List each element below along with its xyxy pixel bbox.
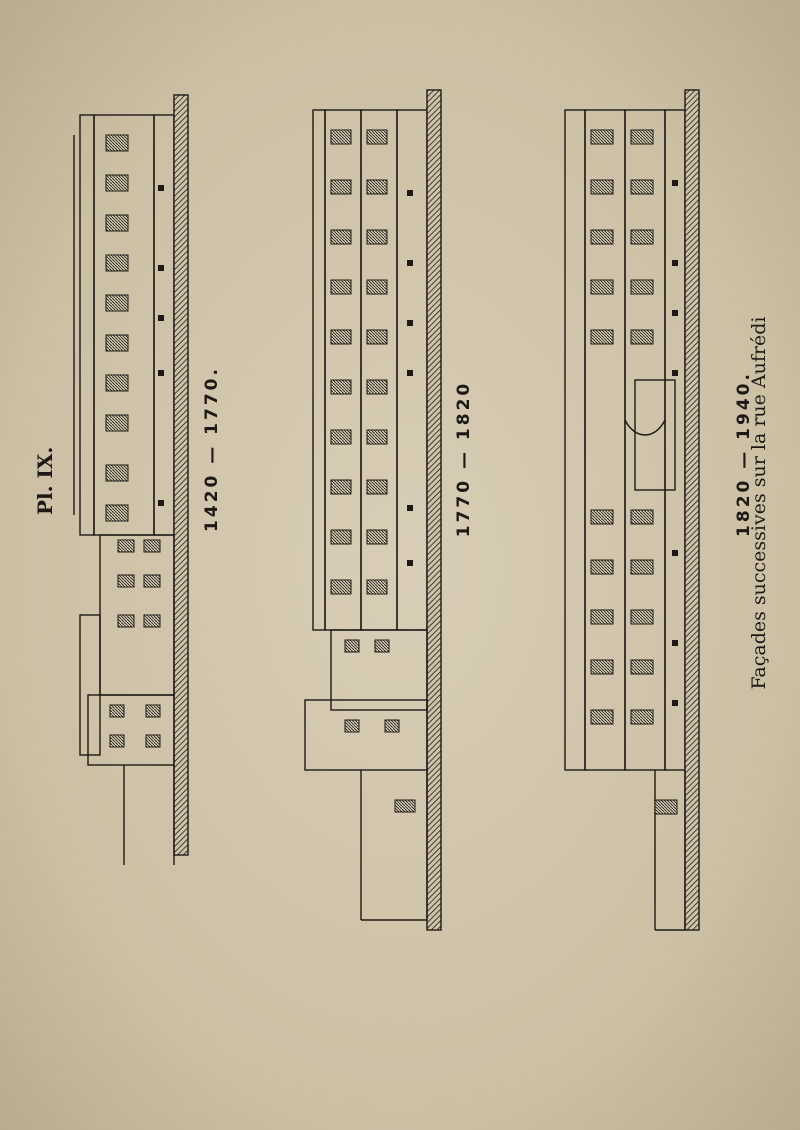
facade-drawing-1820-1940 [564, 89, 700, 931]
plate-number: Pl. IX. [33, 446, 57, 515]
period-label-2: 1770 — 1820 [454, 380, 474, 538]
period-label-1: 1420 — 1770. [202, 366, 222, 532]
plate-caption: Façades successives sur la rue Aufrédi [748, 316, 770, 690]
facade-drawing-1770-1820 [304, 89, 442, 931]
facade-drawing-1420-1770 [73, 94, 189, 865]
